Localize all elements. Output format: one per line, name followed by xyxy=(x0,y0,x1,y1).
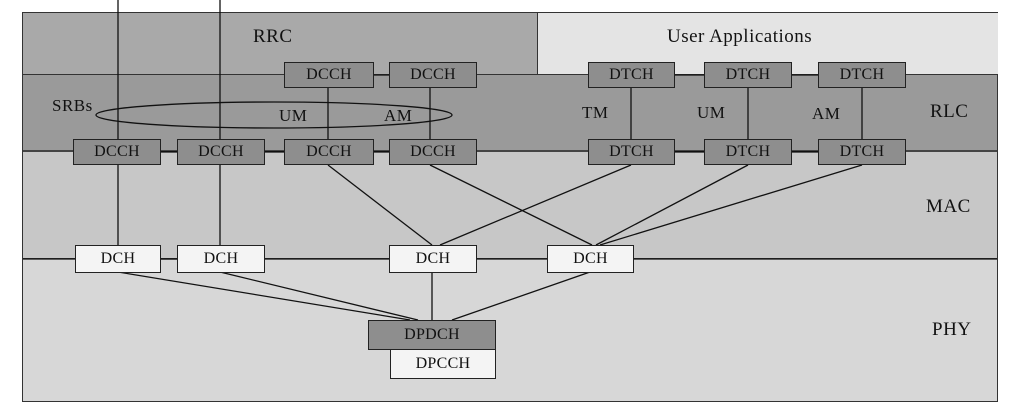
dcch-lower-3: DCCH xyxy=(284,139,374,165)
dtch-lower-um: DTCH xyxy=(704,139,792,165)
dtch-lower-tm: DTCH xyxy=(588,139,675,165)
um-label: UM xyxy=(697,103,726,122)
dtch-upper-tm: DTCH xyxy=(588,62,675,88)
srb-am-label: AM xyxy=(384,106,413,125)
dcch-upper-2: DCCH xyxy=(389,62,477,88)
dcch-lower-2: DCCH xyxy=(177,139,265,165)
dch-3: DCH xyxy=(389,245,477,273)
dpcch-box: DPCCH xyxy=(390,349,496,379)
tm-label: TM xyxy=(582,103,609,122)
rrc-label: RRC xyxy=(253,26,293,47)
rlc-label: RLC xyxy=(930,101,969,122)
dch-1: DCH xyxy=(75,245,161,273)
dch-2: DCH xyxy=(177,245,265,273)
dcch-lower-4: DCCH xyxy=(389,139,477,165)
dch-4: DCH xyxy=(547,245,634,273)
dtch-upper-am: DTCH xyxy=(818,62,906,88)
phy-label: PHY xyxy=(932,319,972,340)
mac-label: MAC xyxy=(926,196,971,217)
srbs-label: SRBs xyxy=(52,96,93,115)
user-applications-label: User Applications xyxy=(667,26,813,47)
dtch-upper-um: DTCH xyxy=(704,62,792,88)
dpdch-box: DPDCH xyxy=(368,320,496,350)
srb-um-label: UM xyxy=(279,106,308,125)
dcch-upper-1: DCCH xyxy=(284,62,374,88)
dcch-lower-1: DCCH xyxy=(73,139,161,165)
am-label: AM xyxy=(812,104,841,123)
dtch-lower-am: DTCH xyxy=(818,139,906,165)
